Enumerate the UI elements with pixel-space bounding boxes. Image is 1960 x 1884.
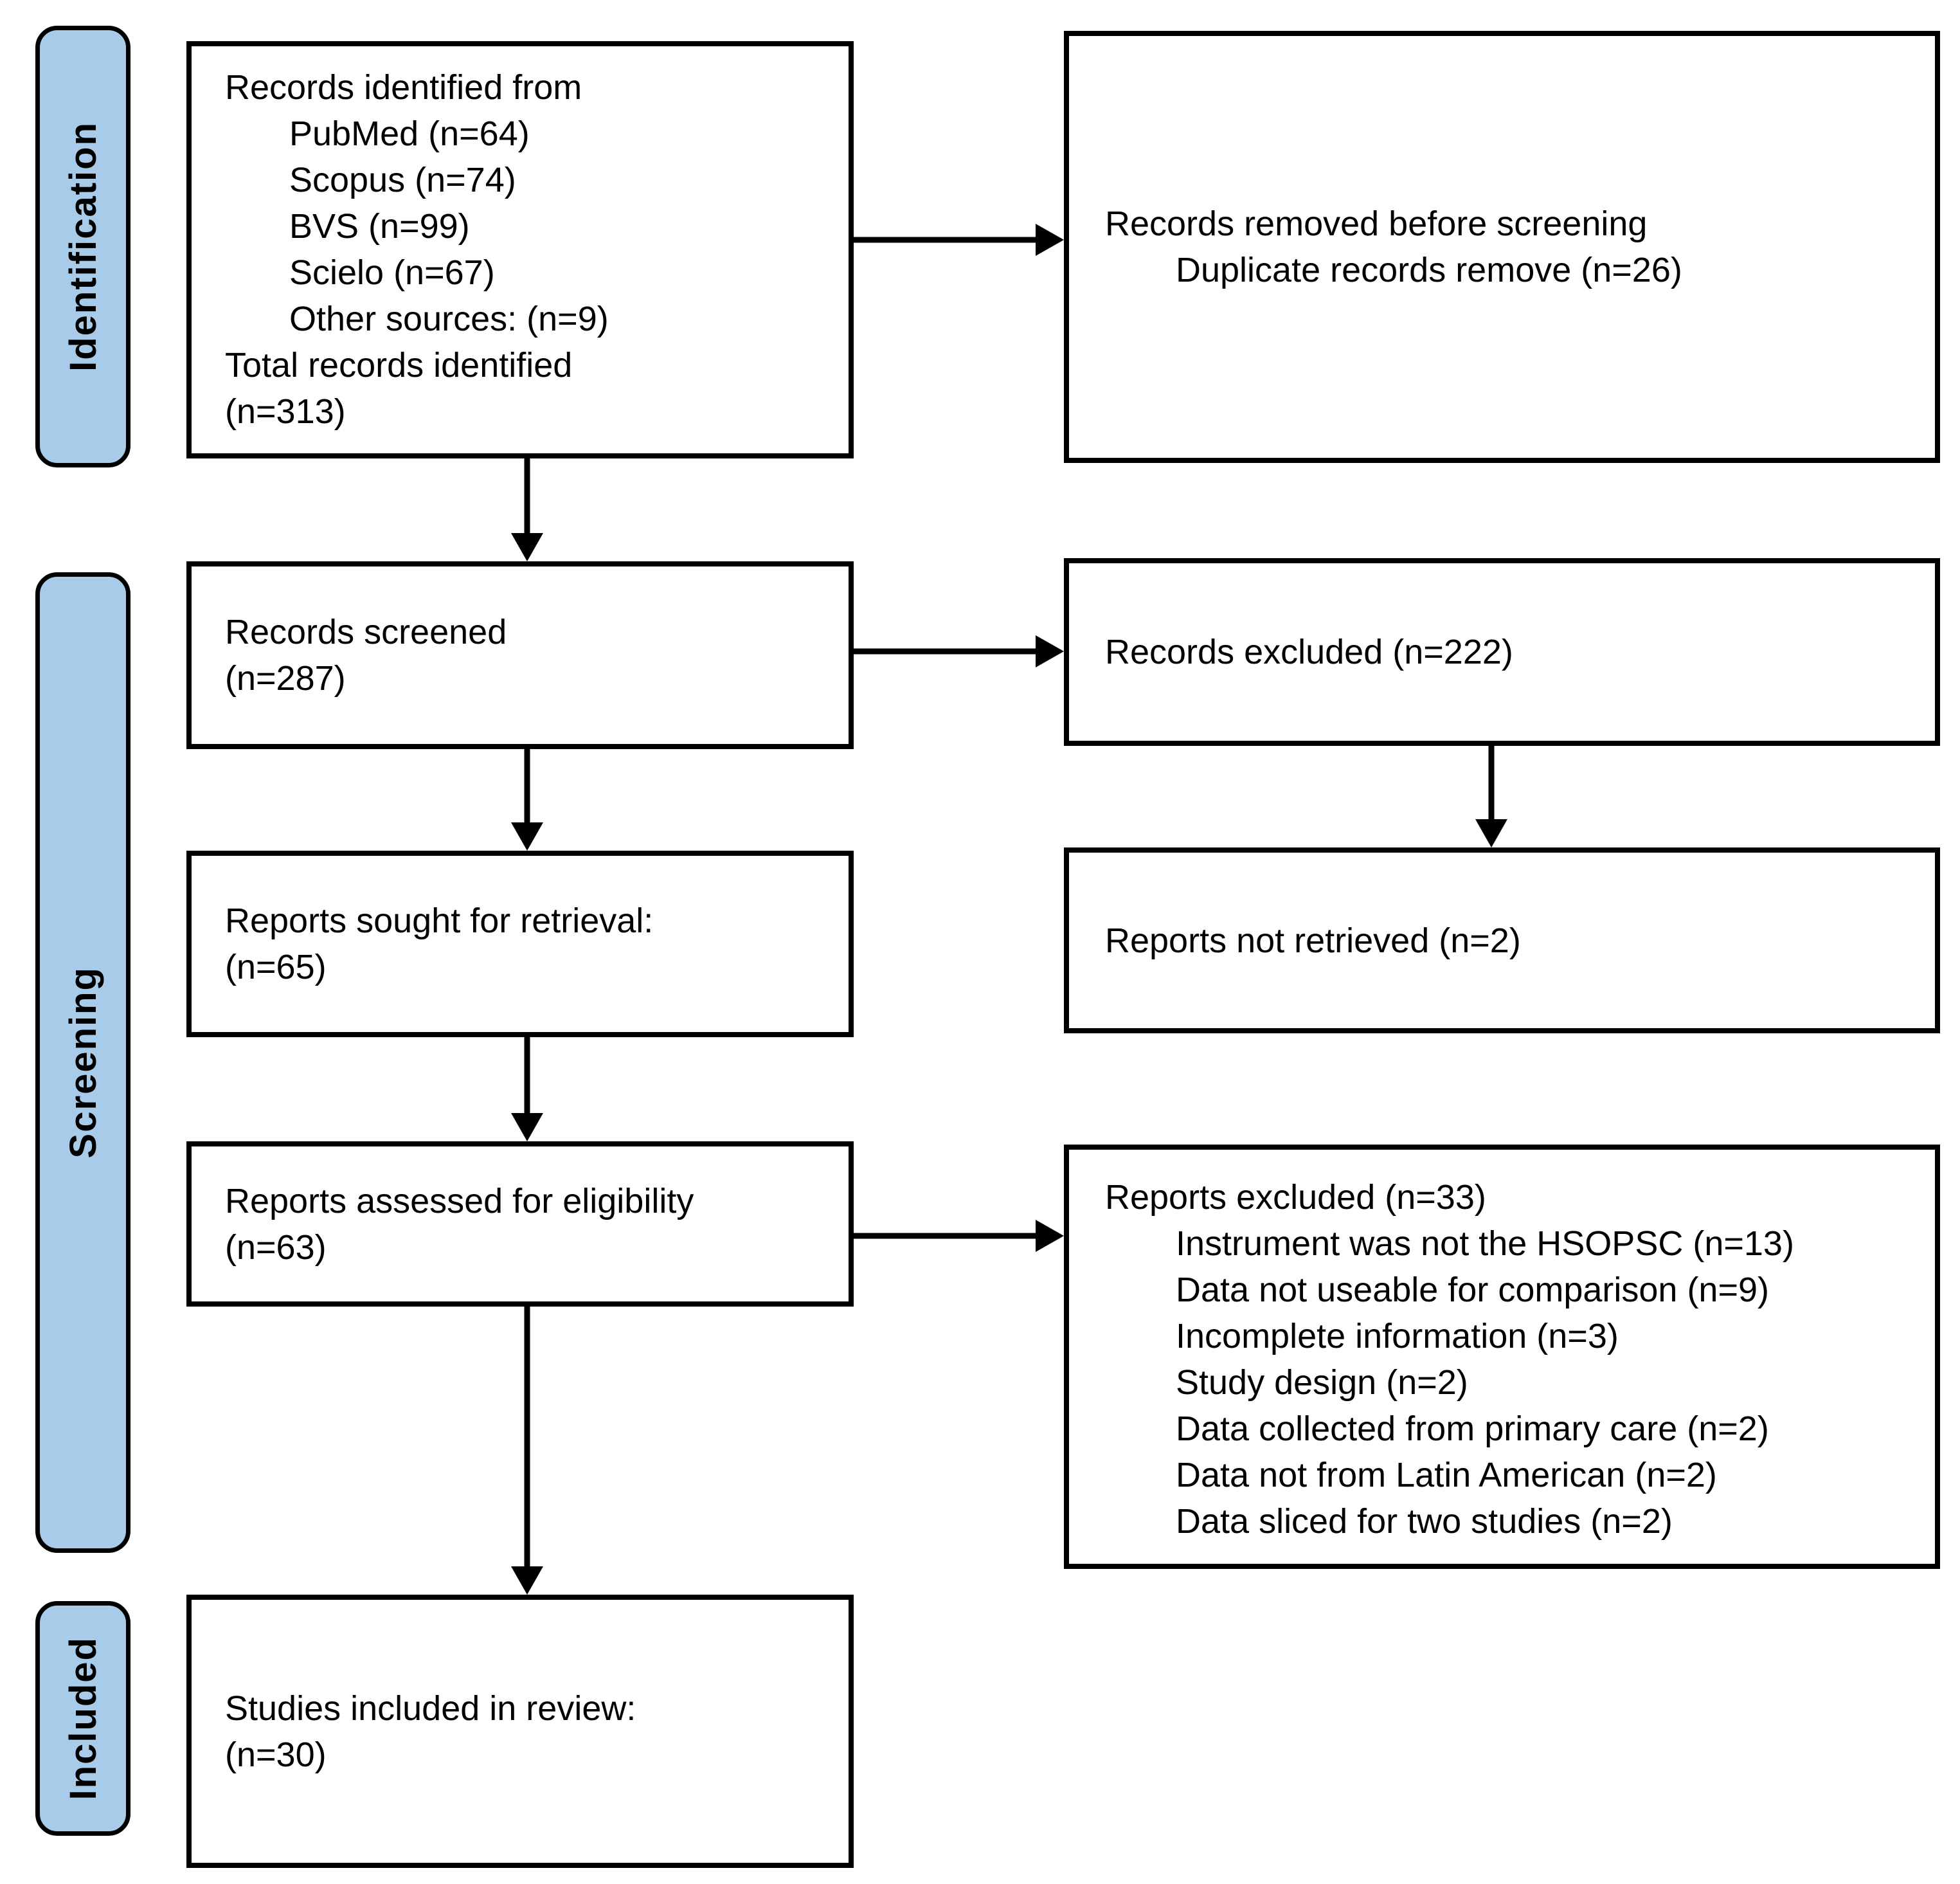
reports-excluded-reason-data-sliced: Data sliced for two studies (n=2) [1176,1502,1673,1541]
records-identified-total-count: (n=313) [225,392,346,431]
arrow-sought-to-assessed-icon [511,1037,543,1141]
records-identified-total-label: Total records identified [225,346,573,385]
stage-included-label: Included [62,1636,104,1800]
stage-identification: Identification [35,26,130,467]
records-excluded-label: Records excluded (n=222) [1105,633,1513,671]
reports-excluded-reason-incomplete: Incomplete information (n=3) [1176,1317,1619,1355]
box-reports-sought: Reports sought for retrieval: (n=65) [186,851,854,1037]
box-reports-assessed: Reports assessed for eligibility (n=63) [186,1141,854,1307]
studies-included-count: (n=30) [225,1735,327,1774]
records-identified-title: Records identified from [225,68,582,107]
arrow-assessed-to-included-icon [511,1307,543,1595]
box-reports-excluded: Reports excluded (n=33) Instrument was n… [1064,1145,1940,1569]
records-screened-label: Records screened [225,613,507,651]
arrow-screened-to-sought-icon [511,749,543,851]
stage-identification-label: Identification [62,122,104,372]
reports-excluded-reason-data-unusable: Data not useable for comparison (n=9) [1176,1271,1770,1309]
box-records-identified: Records identified from PubMed (n=64) Sc… [186,41,854,458]
box-studies-included: Studies included in review: (n=30) [186,1595,854,1868]
reports-excluded-reason-study-design: Study design (n=2) [1176,1363,1468,1402]
reports-excluded-title: Reports excluded (n=33) [1105,1178,1486,1217]
box-records-screened: Records screened (n=287) [186,561,854,749]
stage-screening: Screening [35,572,130,1553]
records-removed-duplicates: Duplicate records remove (n=26) [1176,251,1682,289]
arrow-identified-to-removed-icon [854,224,1064,256]
reports-sought-count: (n=65) [225,948,327,986]
reports-assessed-label: Reports assessed for eligibility [225,1181,694,1220]
arrow-identified-to-screened-icon [511,458,543,561]
reports-assessed-count: (n=63) [225,1227,327,1267]
records-screened-count: (n=287) [225,659,346,698]
records-identified-source-scopus: Scopus (n=74) [289,161,516,199]
records-removed-title: Records removed before screening [1105,204,1648,243]
reports-not-retrieved-label: Reports not retrieved (n=2) [1105,921,1521,960]
records-identified-source-pubmed: PubMed (n=64) [289,114,530,153]
reports-excluded-reason-instrument: Instrument was not the HSOPSC (n=13) [1176,1224,1794,1263]
box-records-excluded: Records excluded (n=222) [1064,558,1940,746]
box-reports-not-retrieved: Reports not retrieved (n=2) [1064,847,1940,1033]
reports-sought-label: Reports sought for retrieval: [225,901,654,940]
arrow-screened-to-excluded-icon [854,635,1064,667]
records-identified-source-scielo: Scielo (n=67) [289,253,495,292]
reports-excluded-reason-primary-care: Data collected from primary care (n=2) [1176,1409,1769,1448]
records-identified-source-other: Other sources: (n=9) [289,300,609,338]
stage-screening-label: Screening [62,966,104,1159]
box-records-removed: Records removed before screening Duplica… [1064,31,1940,463]
reports-excluded-reason-not-latin-american: Data not from Latin American (n=2) [1176,1456,1717,1494]
arrow-excluded-to-not-retrieved-icon [1475,746,1507,847]
records-identified-source-bvs: BVS (n=99) [289,207,470,246]
stage-included: Included [35,1601,130,1836]
studies-included-label: Studies included in review: [225,1689,636,1728]
arrow-assessed-to-reports-excluded-icon [854,1220,1064,1252]
